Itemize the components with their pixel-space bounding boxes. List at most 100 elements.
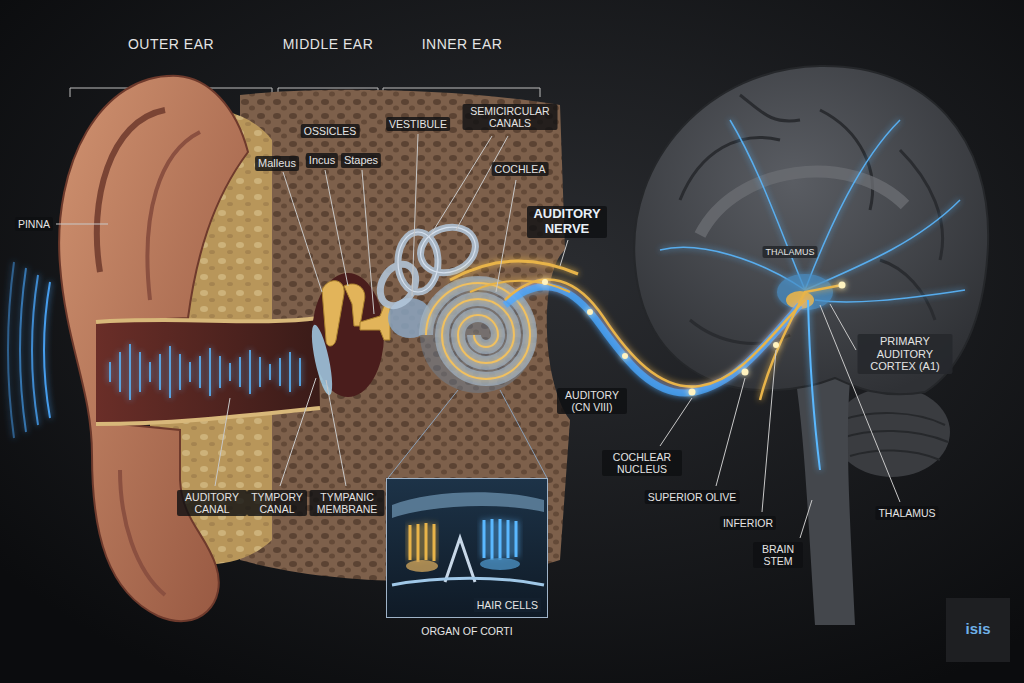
part-label: PINNA	[15, 217, 53, 231]
malleus-bone	[322, 281, 344, 346]
signal-dot	[587, 309, 593, 315]
sound-waves	[8, 262, 50, 438]
nerve-fiber	[450, 261, 578, 280]
leader-line	[716, 378, 745, 486]
signal-dot	[622, 353, 628, 359]
leader-line	[496, 180, 516, 292]
part-label: Stapes	[341, 153, 381, 168]
sound-wave	[44, 282, 50, 418]
section-header: MIDDLE EAR	[283, 36, 374, 52]
leader-line	[326, 380, 346, 486]
nerve-fiber	[505, 280, 805, 387]
leader-line	[56, 224, 108, 225]
basilar-membrane	[392, 578, 544, 585]
fold	[842, 413, 945, 425]
part-label: AUDITORY (CN VIII)	[557, 388, 627, 414]
part-label: Malleus	[255, 156, 299, 171]
watermark: isis	[965, 620, 990, 637]
section-header: INNER EAR	[422, 36, 503, 52]
signal-dot	[839, 282, 846, 289]
tunnel-arch	[445, 538, 475, 582]
ascending-fiber	[760, 285, 842, 400]
part-label: PRIMARY AUDITORY CORTEX (A1)	[858, 334, 953, 374]
watermark-box	[946, 598, 1010, 662]
stapes-bone	[360, 306, 390, 340]
gyrus	[740, 95, 800, 121]
inset-box: HAIR CELLSORGAN OF CORTI	[386, 478, 548, 618]
hair-cell-bodies	[480, 558, 520, 570]
hair-cell-bundle	[484, 519, 516, 560]
pointer-line	[500, 390, 547, 478]
inset-ground	[386, 478, 548, 618]
part-label: Incus	[306, 153, 338, 168]
canal-highlight	[398, 232, 438, 292]
gyrus	[880, 260, 935, 320]
leader-line	[283, 172, 322, 292]
sound-wave	[20, 268, 26, 432]
part-label: THALAMUS	[875, 506, 938, 520]
part-label: TYMPANIC MEMBRANE	[310, 490, 385, 516]
cerebellum-folds	[842, 413, 948, 460]
pinna-fold	[147, 132, 200, 300]
fold	[850, 450, 940, 460]
leader-line	[660, 398, 692, 446]
part-label: SEMICIRCULAR CANALS	[463, 104, 558, 130]
section-header: OUTER EAR	[128, 36, 214, 52]
part-label: HAIR CELLS	[474, 598, 541, 612]
leader-line	[560, 240, 568, 266]
part-label: INFERIOR	[720, 516, 776, 530]
glow-line	[815, 290, 965, 302]
canal-rim	[96, 318, 318, 322]
leader-line	[325, 170, 348, 286]
part-label: THALAMUS	[762, 246, 817, 258]
brain-stem-shape	[795, 375, 855, 625]
nerve-fiber	[470, 281, 570, 292]
hair-cell-bundle	[410, 523, 434, 562]
leader-line	[280, 378, 316, 486]
auditory-pathway	[450, 261, 842, 470]
corpus-callosum	[700, 172, 905, 235]
glow-line	[805, 200, 960, 290]
part-label: SUPERIOR OLIVE	[645, 490, 740, 504]
part-label: BRAIN STEM	[753, 542, 803, 568]
signal-dot	[773, 342, 779, 348]
part-label: TYMPORY CANAL	[247, 490, 307, 516]
pinna-fold	[120, 470, 165, 595]
tectorial-membrane	[392, 492, 544, 518]
leader-line	[800, 500, 812, 538]
canal-rim	[96, 408, 320, 424]
group-label: OSSICLES	[301, 124, 360, 138]
nerve-signals	[542, 279, 846, 396]
pointer-line	[388, 390, 458, 478]
gyrus	[820, 110, 873, 210]
hair-cell-bodies	[406, 560, 438, 572]
sound-wave	[32, 275, 38, 425]
glow-line	[805, 120, 900, 290]
inset-pointer	[388, 390, 547, 478]
part-label: COCHLEA	[492, 162, 549, 176]
box-heading: ORGAN OF CORTI	[421, 625, 512, 637]
signal-dot	[742, 369, 749, 376]
leader-line	[362, 170, 374, 314]
cerebellum	[834, 387, 950, 477]
fold	[842, 431, 948, 442]
signal-dot	[689, 389, 696, 396]
glow-line	[730, 120, 805, 290]
cell-body	[480, 558, 520, 570]
nerve-bundle	[505, 287, 800, 393]
ascending-fiber	[808, 300, 820, 470]
leader-line	[456, 136, 508, 230]
auditory-canal	[96, 318, 320, 424]
cell-body	[406, 560, 438, 572]
part-label: AUDITORY CANAL	[177, 490, 247, 516]
leader-line	[215, 398, 230, 486]
cerebrum	[634, 66, 988, 394]
part-label: AUDITORY NERVE	[527, 206, 607, 238]
gyri	[680, 95, 943, 343]
signal-dot	[542, 279, 548, 285]
incus-bone	[344, 284, 365, 326]
leader-line	[762, 350, 776, 512]
leader-line	[830, 304, 856, 350]
